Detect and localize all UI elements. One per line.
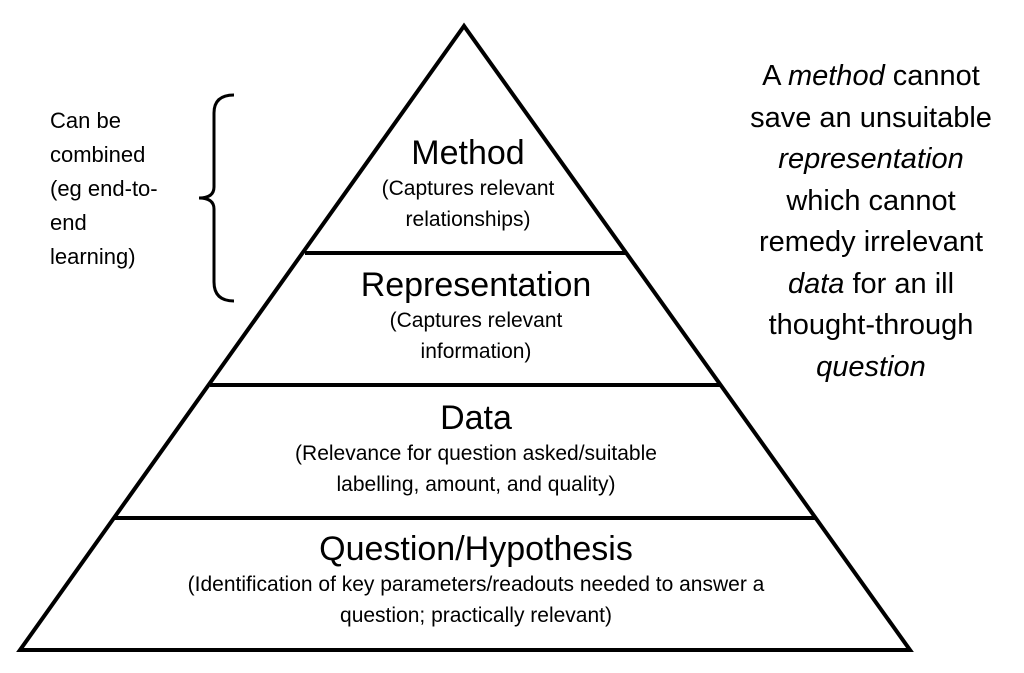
side-note-line: end xyxy=(50,210,87,235)
tier-title: Data xyxy=(440,399,512,437)
statement-line: which cannot xyxy=(786,184,956,217)
tier-desc-line: (Captures relevant xyxy=(389,309,563,332)
tier-desc-line: relationships) xyxy=(405,208,531,231)
curly-bracket xyxy=(198,93,235,303)
tier-method: Method (Captures relevant relationships) xyxy=(334,133,602,235)
tier-desc-line: information) xyxy=(420,340,532,363)
tier-title: Question/Hypothesis xyxy=(319,530,633,568)
tier-desc-line: (Relevance for question asked/suitable xyxy=(295,442,657,465)
tier-desc-line: (Captures relevant xyxy=(381,177,555,200)
statement-line: save an unsuitable xyxy=(750,101,992,134)
side-note-line: learning) xyxy=(50,244,136,269)
tier-desc-line: question; practically relevant) xyxy=(340,604,612,627)
tier-title: Representation xyxy=(360,266,592,304)
statement-line: representation xyxy=(778,143,964,175)
tier-data: Data (Relevance for question asked/suita… xyxy=(226,398,726,500)
pyramid-outline xyxy=(16,22,914,652)
side-note-line: Can be xyxy=(50,108,121,133)
tier-title: Method xyxy=(411,134,525,172)
tier-desc-line: labelling, amount, and quality) xyxy=(336,473,616,496)
side-note-line: combined xyxy=(50,142,146,167)
statement-text: A method cannot save an unsuitable repre… xyxy=(718,56,1024,388)
statement-line: remedy irrelevant xyxy=(758,226,984,258)
side-note-line: (eg end-to- xyxy=(50,176,158,201)
statement-line: data for an ill xyxy=(787,267,955,300)
side-note: Can be combined (eg end-to- end learning… xyxy=(50,104,210,274)
statement-line: question xyxy=(816,350,926,383)
statement-line: A method cannot xyxy=(762,60,980,92)
statement-line: thought-through xyxy=(768,309,974,341)
tier-question-hypothesis: Question/Hypothesis (Identification of k… xyxy=(86,529,866,631)
tier-desc-line: (Identification of key parameters/readou… xyxy=(187,573,765,596)
tier-representation: Representation (Captures relevant inform… xyxy=(276,265,676,367)
